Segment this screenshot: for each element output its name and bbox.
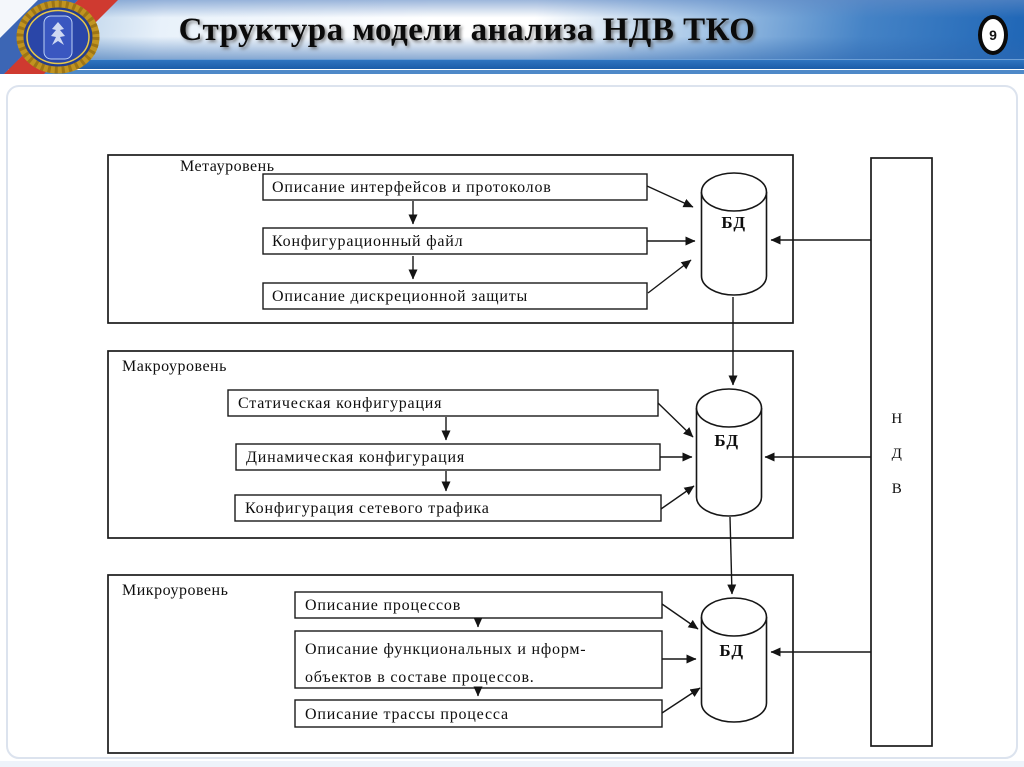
crest-wreath-leaves [16, 0, 100, 74]
arrow-line [657, 402, 694, 438]
crest-icon [16, 0, 100, 74]
macro-box-network-traffic [234, 494, 662, 522]
micro-box-process-trace-label: Описание трассы процесса [305, 706, 509, 723]
db-cylinder-top [700, 172, 768, 212]
db-cylinder-body [695, 408, 763, 517]
arrow-line [646, 185, 694, 208]
micro-box-process-trace [294, 699, 663, 728]
micro-box-functional-objects-line2: объектов в составе процессов. [305, 669, 535, 686]
micro-box-processes [294, 591, 663, 619]
db-cylinder-micro: БД [700, 597, 768, 723]
arrow-line [727, 516, 737, 595]
page-title: Структура модели анализа НДВ ТКО [178, 12, 756, 48]
db-label: БД [714, 431, 739, 450]
meta-level-label: Метауровень [180, 158, 275, 175]
db-cylinder-body [700, 192, 768, 296]
meta-box-interfaces [262, 173, 648, 201]
db-label: БД [721, 213, 746, 232]
arrow-line [661, 687, 701, 714]
db-cylinder-body [700, 617, 768, 723]
crest-eagle-icon [51, 22, 65, 45]
macro-level-label: Макроуровень [122, 358, 227, 375]
micro-box-functional-objects-line1: Описание функциональных и нформ- [305, 641, 586, 658]
db-cylinder-meta: БД [700, 172, 768, 296]
meta-box-discretionary [262, 282, 648, 310]
meta-box-discretionary-label: Описание дискреционной защиты [272, 288, 528, 305]
macro-box-network-traffic-label: Конфигурация сетевого трафика [245, 500, 490, 517]
macro-box-static-config-label: Статическая конфигурация [238, 395, 442, 412]
arrow-line [661, 603, 699, 630]
ndv-box [870, 157, 933, 747]
db-cylinder-top [700, 597, 768, 637]
header-gradient [0, 0, 1024, 59]
emblem-logo [0, 0, 118, 74]
ndv-letter-d: Д [892, 446, 903, 462]
db-label: БД [719, 641, 744, 660]
micro-box-processes-label: Описание процессов [305, 597, 461, 614]
meta-box-interfaces-label: Описание интерфейсов и протоколов [272, 179, 552, 196]
meta-box-config-file [262, 227, 648, 255]
meta-box-config-file-label: Конфигурационный файл [272, 233, 463, 250]
header-dark-band [0, 59, 1024, 69]
arrow-line [647, 259, 692, 294]
header-accent-line [0, 69, 1024, 74]
macro-box-dynamic-config-label: Динамическая конфигурация [246, 449, 465, 466]
slide-header: Структура модели анализа НДВ ТКО 9 [0, 0, 1024, 74]
micro-level-label: Микроуровень [122, 582, 228, 599]
db-cylinder-top [695, 388, 763, 428]
arrow-line [660, 485, 695, 510]
page-number-badge: 9 [978, 15, 1008, 55]
macro-box-dynamic-config [235, 443, 661, 471]
db-cylinder-macro: БД [695, 388, 763, 517]
ndv-letter-v: В [892, 481, 903, 497]
bottom-edge [0, 761, 1024, 767]
macro-box-static-config [227, 389, 659, 417]
ndv-letter-n: Н [891, 411, 902, 427]
